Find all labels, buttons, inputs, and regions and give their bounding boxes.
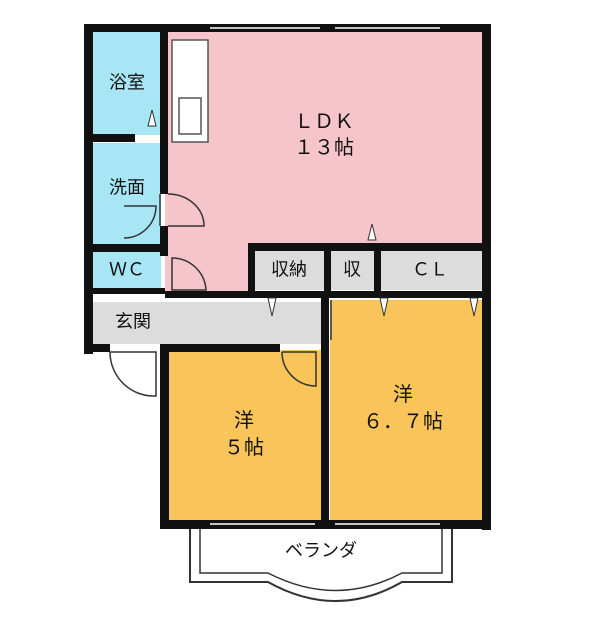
wall-storage-top — [248, 243, 490, 251]
balcony — [189, 526, 453, 602]
wall-storage-div2 — [374, 243, 381, 295]
door-markers — [147, 109, 479, 317]
wall-left-bedroom-top — [160, 344, 280, 352]
doors — [109, 193, 332, 397]
door-wash-inner-swing — [123, 205, 157, 239]
storage-name: 収納 — [271, 260, 307, 281]
western-room-right-name: 洋 — [393, 382, 413, 406]
balcony-inner-outline — [199, 526, 443, 592]
toilet-fill — [93, 252, 161, 288]
wall-storage-left — [248, 243, 255, 295]
wall-wash-wc — [93, 244, 165, 252]
wall-storage-bottom-right — [331, 291, 490, 298]
wall-entrance-bottom — [84, 344, 110, 352]
door-washroom-swing — [159, 193, 205, 227]
western-room-left-size: ５帖 — [224, 435, 264, 459]
wall-bath-wash — [93, 134, 135, 142]
ldk-fill — [165, 31, 483, 245]
washroom-fill — [93, 143, 161, 244]
western-room-right-fill — [330, 300, 483, 522]
balcony-outline — [189, 526, 453, 602]
entrance-name: 玄関 — [115, 312, 151, 333]
wall-storage-div1 — [324, 243, 331, 295]
wall-left-lower — [160, 344, 169, 529]
western-room-right-size: ６．７帖 — [363, 409, 443, 433]
balcony-name: ベランダ — [285, 541, 357, 562]
western-room-left-name: 洋 — [234, 408, 254, 432]
storage-small-name: 収 — [343, 260, 361, 281]
windows — [210, 27, 440, 525]
wall-ldk-bottom — [165, 291, 331, 298]
toilet-name: ＷＣ — [109, 260, 145, 281]
wall-right — [482, 24, 491, 530]
door-entrance-swing — [109, 351, 157, 397]
kitchen-counter — [171, 39, 209, 143]
bath-name: 浴室 — [109, 73, 145, 94]
wall-wet-right-lower — [160, 226, 168, 256]
entrance-fill — [93, 302, 321, 344]
ldk-fill-lower — [165, 245, 248, 295]
door-wc-swing — [171, 257, 207, 291]
storage-small-fill — [330, 250, 374, 290]
closet-name: ＣＬ — [412, 260, 448, 281]
ldk-name: ＬＤＫ — [294, 109, 354, 133]
closet-fill — [381, 250, 483, 290]
wall-bedroom-divider — [321, 291, 329, 526]
wall-wc-entrance — [93, 288, 165, 294]
washroom-name: 洗面 — [109, 178, 145, 199]
storage-fill — [254, 250, 324, 290]
door-left-bedroom-swing — [281, 351, 317, 387]
ldk-size: １３帖 — [294, 135, 354, 159]
wall-wet-right — [160, 24, 168, 194]
wall-left-upper — [84, 24, 93, 354]
